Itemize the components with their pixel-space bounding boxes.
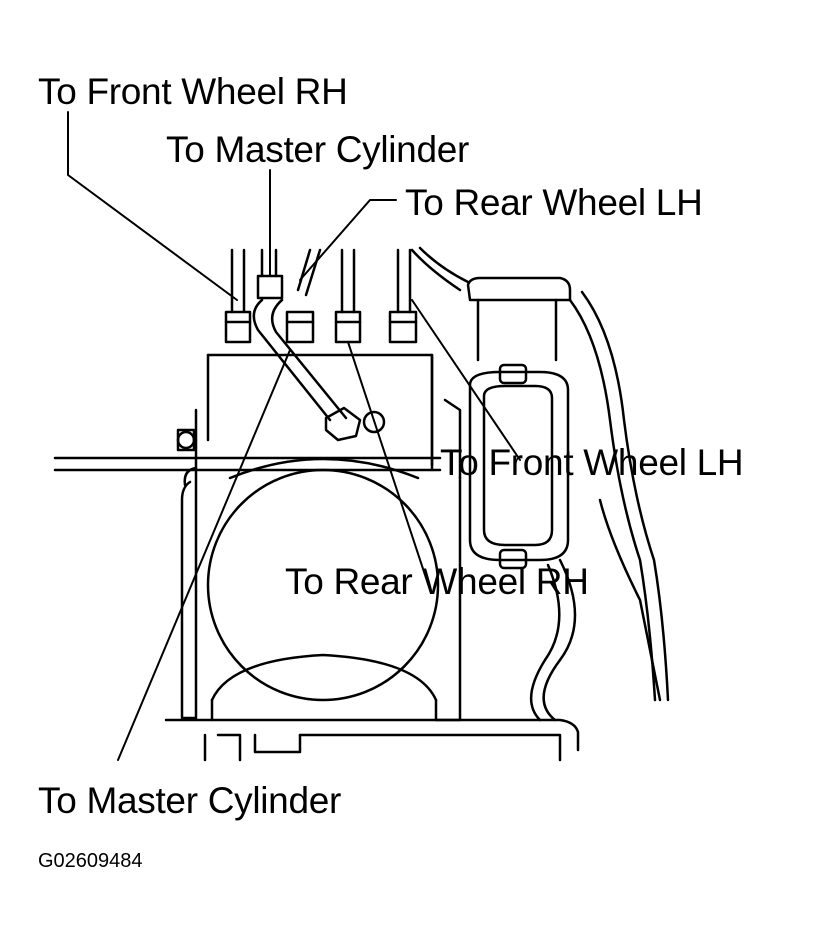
leader-master-cylinder-bottom xyxy=(117,349,291,761)
frame-rail xyxy=(53,456,442,472)
mount-bolt xyxy=(176,430,196,450)
label-to-master-cylinder-top: To Master Cylinder xyxy=(166,129,470,170)
label-to-master-cylinder-bottom: To Master Cylinder xyxy=(38,780,342,821)
label-to-front-wheel-rh: To Front Wheel RH xyxy=(38,71,348,112)
port-plug xyxy=(362,410,386,434)
reservoir-bracket xyxy=(410,246,670,722)
leader-rear-wheel-rh xyxy=(347,341,431,591)
leader-lines xyxy=(67,111,521,761)
label-to-front-wheel-lh: To Front Wheel LH xyxy=(440,442,744,483)
base-plate xyxy=(164,718,580,762)
pump-motor xyxy=(206,457,440,722)
label-to-rear-wheel-lh: To Rear Wheel LH xyxy=(405,182,703,223)
label-to-rear-wheel-rh: To Rear Wheel RH xyxy=(285,561,589,602)
tube-nut xyxy=(324,406,362,442)
actuator-body xyxy=(176,353,462,722)
transfer-tube xyxy=(252,298,386,442)
leader-rear-wheel-lh xyxy=(299,199,397,281)
leader-front-wheel-rh xyxy=(67,111,238,301)
figure-id: G02609484 xyxy=(38,850,143,872)
leader-front-wheel-lh xyxy=(411,299,521,461)
pipe-fittings xyxy=(224,248,418,344)
